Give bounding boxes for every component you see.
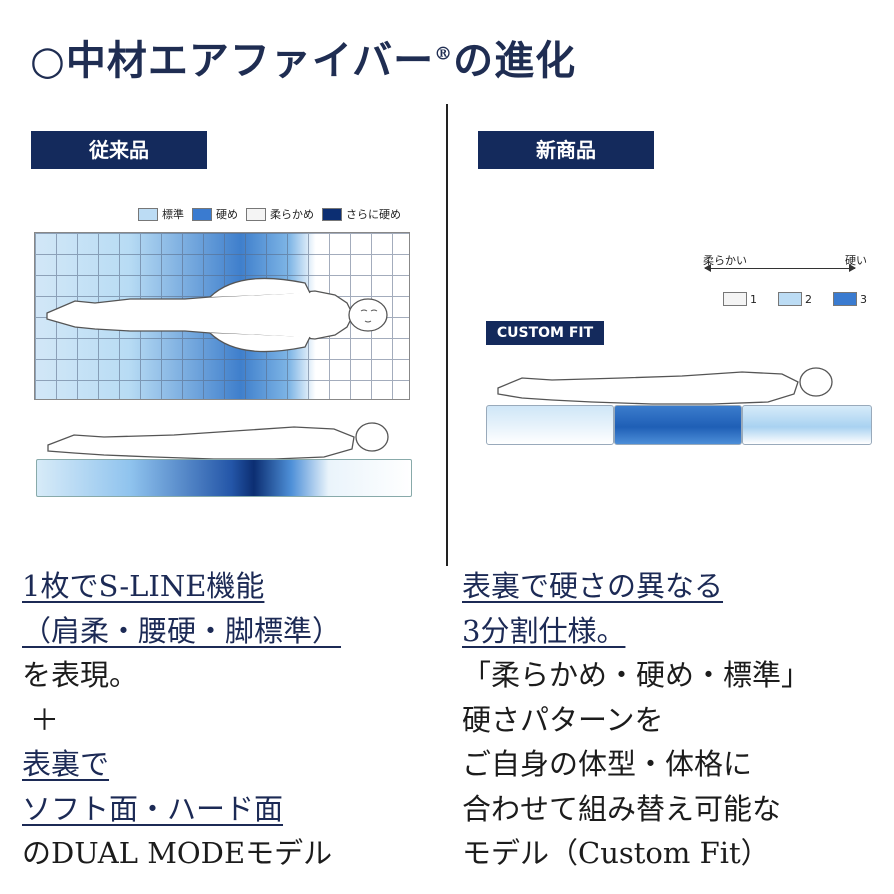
title-suffix: の進化 <box>453 37 577 84</box>
legend-swatch-firm <box>192 207 212 221</box>
right-description: 表裏で硬さの異なる 3分割仕様。 「柔らかめ・硬め・標準」 硬さパターンを ご自… <box>462 564 810 876</box>
legend-swatch-standard <box>138 207 158 221</box>
level-label-1: 1 <box>750 292 757 306</box>
new-product-header: 新商品 <box>478 131 654 169</box>
right-line-1: 表裏で硬さの異なる <box>462 569 724 603</box>
page-title: ○中材エアファイバー®の進化 <box>30 28 576 86</box>
double-arrow-icon <box>704 264 856 272</box>
level-label-3: 3 <box>860 292 867 306</box>
right-line-2: 3分割仕様。 <box>462 613 626 648</box>
right-line-5: ご自身の体型・体格に <box>462 747 753 781</box>
level-swatch-3 <box>833 292 857 306</box>
left-line-1: 1枚でS-LINE機能 <box>22 569 265 603</box>
mattress-segment-shoulder <box>486 405 614 445</box>
mattress-segment-waist <box>614 405 742 445</box>
legend-label-soft: 柔らかめ <box>270 208 314 221</box>
level-swatch-2 <box>778 292 802 306</box>
right-line-7: モデル（Custom Fit） <box>462 836 770 870</box>
legend-swatch-extra-firm <box>322 207 342 221</box>
left-line-5: 表裏で <box>22 747 110 781</box>
mattress-segment-leg <box>742 405 872 445</box>
right-line-3: 「柔らかめ・硬め・標準」 <box>462 658 811 692</box>
left-line-6: ソフト面・ハード面 <box>22 791 284 826</box>
scale-hard-label: 硬い <box>845 254 867 267</box>
level-swatch-1 <box>723 292 747 306</box>
body-side-view-new-illustration <box>497 367 833 405</box>
scale-soft-label: 柔らかい <box>703 254 747 267</box>
title-text: ○中材エアファイバー <box>30 37 435 84</box>
old-mattress-illustration <box>36 459 412 497</box>
legend-label-extra-firm: さらに硬め <box>346 208 401 221</box>
level-label-2: 2 <box>805 292 812 306</box>
registered-mark: ® <box>434 43 454 65</box>
left-line-3: を表現。 <box>22 658 139 692</box>
legend-swatch-soft <box>246 207 266 221</box>
pressure-grid-illustration <box>34 232 410 400</box>
level-legend: 1 2 3 <box>723 292 867 306</box>
center-divider <box>446 104 448 566</box>
legend-label-standard: 標準 <box>162 208 184 221</box>
left-line-7: のDUAL MODEモデル <box>22 836 333 870</box>
right-line-4: 硬さパターンを <box>462 702 664 737</box>
right-line-6: 合わせて組み替え可能な <box>462 791 782 826</box>
legend-label-firm: 硬め <box>216 208 238 221</box>
body-top-view-illustration <box>46 277 388 353</box>
left-line-4: ＋ <box>30 702 60 737</box>
old-product-header: 従来品 <box>31 131 207 169</box>
left-line-2: （肩柔・腰硬・脚標準） <box>22 613 342 648</box>
hardness-legend: 標準 硬め 柔らかめ さらに硬め <box>138 206 401 222</box>
custom-fit-badge: CUSTOM FIT <box>486 321 604 345</box>
left-description: 1枚でS-LINE機能 （肩柔・腰硬・脚標準） を表現。 ＋ 表裏で ソフト面・… <box>22 564 341 876</box>
body-side-view-illustration <box>47 422 389 460</box>
